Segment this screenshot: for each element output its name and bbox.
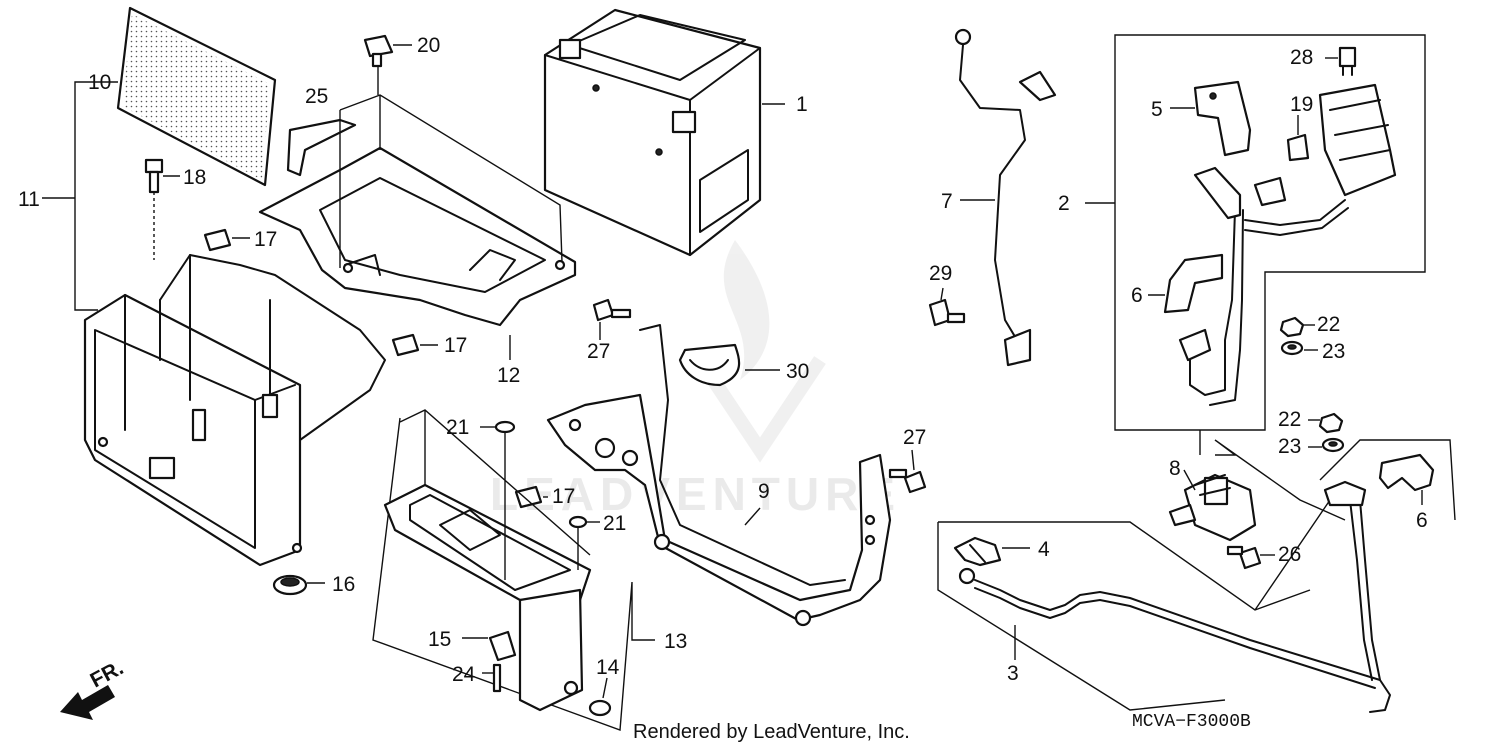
callout-8: 8 [1169, 457, 1181, 480]
callout-23b: 23 [1278, 435, 1301, 458]
footer-credit: Rendered by LeadVenture, Inc. [633, 721, 910, 743]
watermark-logo [694, 240, 826, 463]
part-8-relay[interactable] [1168, 469, 1257, 542]
watermark: LEADVENTURE [490, 468, 901, 520]
part-17-clip-b[interactable] [391, 333, 438, 357]
part-29-bolt[interactable] [928, 287, 966, 327]
part-20-bolt[interactable] [363, 34, 412, 95]
callout-22b: 22 [1278, 408, 1301, 431]
part-6-cap-b[interactable] [1378, 453, 1435, 505]
part-12-battery-tray[interactable] [258, 146, 577, 327]
diagram-code: MCVA−F3000B [1132, 712, 1251, 732]
part-10-pad[interactable] [116, 6, 277, 187]
part-21-screw-b[interactable] [568, 515, 600, 570]
callout-18: 18 [183, 166, 206, 189]
part-27-bolt-a[interactable] [592, 298, 632, 340]
callout-7: 7 [941, 190, 953, 213]
callout-28: 28 [1290, 46, 1313, 69]
part-11-battery-box[interactable] [83, 254, 386, 567]
callout-17c: 17 [552, 485, 575, 508]
callout-6b: 6 [1416, 509, 1428, 532]
callout-17b: 17 [444, 334, 467, 357]
part-2-harness[interactable] [1178, 83, 1397, 406]
callout-29: 29 [929, 262, 952, 285]
part-28-fuse[interactable] [1325, 46, 1357, 76]
callout-3: 3 [1007, 662, 1019, 685]
leader-20-25 [339, 94, 563, 268]
leader-21 [399, 409, 591, 580]
callout-15: 15 [428, 628, 451, 651]
part-16-grommet[interactable] [272, 574, 325, 596]
bracket-11 [74, 81, 118, 311]
bracket-8 [1199, 430, 1346, 521]
callout-5: 5 [1151, 98, 1163, 121]
callout-14: 14 [596, 656, 620, 679]
callout-9: 9 [758, 480, 770, 503]
callout-26: 26 [1278, 543, 1301, 566]
part-6-cap-a[interactable] [1148, 253, 1224, 314]
part-9-stay[interactable] [546, 324, 892, 627]
callout-27a: 27 [587, 340, 610, 363]
part-15-grommet[interactable] [462, 630, 517, 662]
callout-30: 30 [786, 360, 809, 383]
callout-21b: 21 [603, 512, 626, 535]
part-5-cap[interactable] [1170, 80, 1252, 157]
callout-16: 16 [332, 573, 355, 596]
callout-17a: 17 [254, 228, 277, 251]
callout-25: 25 [305, 85, 328, 108]
bracket-2 [1114, 34, 1426, 431]
callout-24: 24 [452, 663, 476, 686]
callout-4: 4 [1038, 538, 1050, 561]
callout-19: 19 [1290, 93, 1313, 116]
part-23-washer-b[interactable] [1308, 437, 1345, 453]
part-18-bolt[interactable] [144, 158, 180, 260]
part-14-screw[interactable] [588, 677, 612, 717]
part-13-holder[interactable] [383, 483, 592, 712]
callout-labels: 1 2 3 4 5 6 6 7 8 9 10 11 12 13 14 15 16… [18, 34, 1428, 686]
callout-27b: 27 [903, 426, 926, 449]
callout-6a: 6 [1131, 284, 1143, 307]
callout-1: 1 [796, 93, 808, 116]
callout-22a: 22 [1317, 313, 1340, 336]
callout-12: 12 [497, 364, 520, 387]
callout-11: 11 [18, 188, 40, 211]
part-22-nut-a[interactable] [1279, 316, 1315, 338]
part-7-ground-cable[interactable] [954, 28, 1057, 367]
part-1-battery[interactable] [543, 8, 785, 257]
part-22-nut-b[interactable] [1308, 412, 1344, 434]
callout-10: 10 [88, 71, 111, 94]
callout-13: 13 [664, 630, 687, 653]
callout-20: 20 [417, 34, 440, 57]
callout-2: 2 [1058, 192, 1070, 215]
part-26-bolt[interactable] [1226, 545, 1275, 570]
front-direction-arrow: FR. [60, 656, 127, 720]
part-4-cover[interactable] [953, 536, 1030, 567]
part-19-clip[interactable] [1286, 115, 1310, 162]
callout-21a: 21 [446, 416, 469, 439]
part-21-screw-a[interactable] [480, 420, 516, 434]
part-17-clip-c[interactable] [514, 485, 548, 509]
callout-23a: 23 [1322, 340, 1345, 363]
part-3-starter-cable[interactable] [958, 480, 1391, 713]
part-30-band[interactable] [678, 343, 780, 387]
part-24-pin[interactable] [482, 663, 502, 693]
part-27-bolt-b[interactable] [888, 449, 927, 494]
direction-label: FR. [87, 656, 128, 692]
part-23-washer-a[interactable] [1280, 340, 1318, 356]
part-17-clip-a[interactable] [203, 228, 250, 252]
bracket-3 [937, 439, 1456, 711]
